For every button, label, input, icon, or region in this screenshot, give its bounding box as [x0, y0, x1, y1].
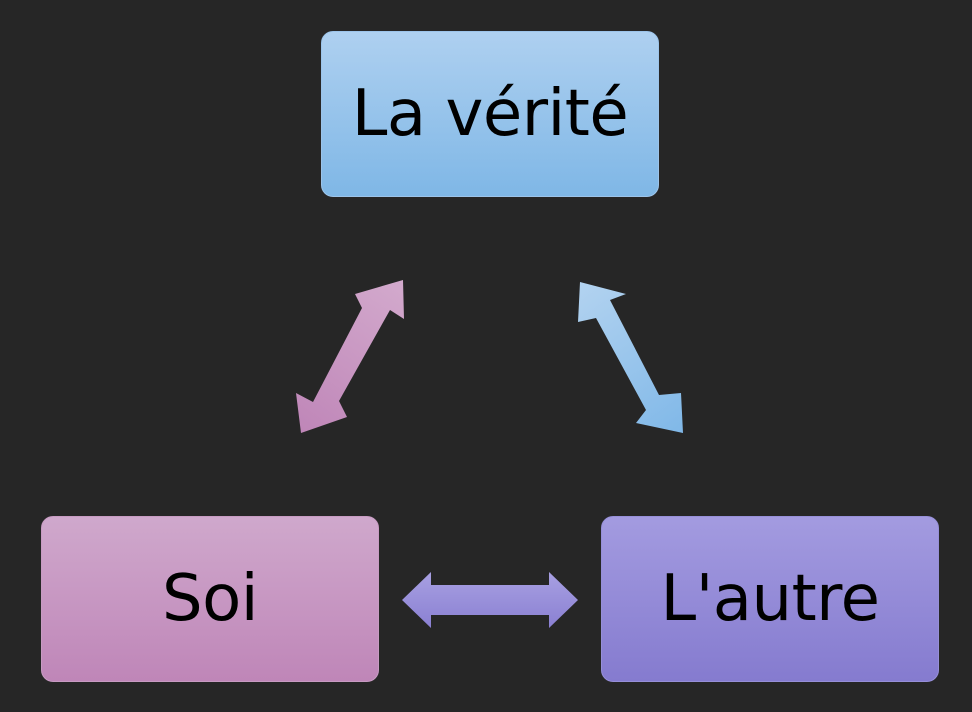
arrow-soi-autre [402, 572, 578, 628]
arrow-soi-verite [296, 280, 404, 433]
node-la-verite: La vérité [321, 31, 659, 197]
node-soi-label: Soi [161, 562, 259, 636]
node-l-autre-label: L'autre [660, 562, 880, 636]
arrow-autre-verite [578, 282, 683, 433]
node-la-verite-label: La vérité [351, 77, 629, 151]
node-soi: Soi [41, 516, 379, 682]
node-l-autre: L'autre [601, 516, 939, 682]
